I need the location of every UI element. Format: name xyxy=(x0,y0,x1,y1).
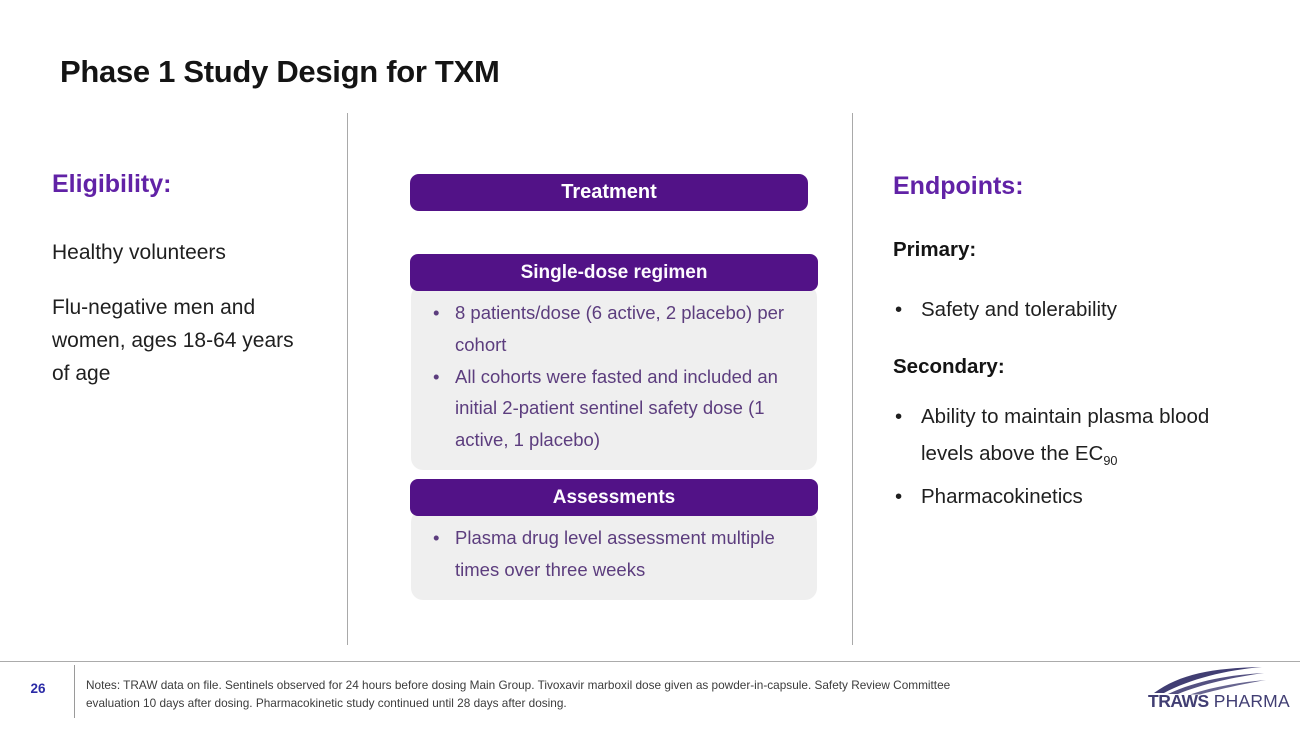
assessments-body: Plasma drug level assessment multiple ti… xyxy=(411,510,817,600)
eligibility-heading: Eligibility: xyxy=(52,170,172,198)
bullet-item: 8 patients/dose (6 active, 2 placebo) pe… xyxy=(423,297,803,361)
eligibility-section: Eligibility: Healthy volunteers Flu-nega… xyxy=(52,170,302,391)
footer-top-rule xyxy=(0,661,1300,662)
bullet-item: All cohorts were fasted and included an … xyxy=(423,361,803,456)
eligibility-item: Healthy volunteers xyxy=(52,241,226,264)
subscript: 90 xyxy=(1103,452,1118,468)
bullet-item: Safety and tolerability xyxy=(893,292,1241,329)
column-divider-left xyxy=(347,113,348,645)
bullet-item: Ability to maintain plasma blood levels … xyxy=(893,399,1241,473)
primary-label: Primary: xyxy=(893,238,977,261)
column-divider-right xyxy=(852,113,853,645)
footer-notes-line: evaluation 10 days after dosing. Pharmac… xyxy=(86,695,567,710)
page-number: 26 xyxy=(30,681,46,696)
bullet-item: Plasma drug level assessment multiple ti… xyxy=(423,522,803,586)
logo-word-traws: TRAWS xyxy=(1148,691,1209,711)
treatment-header: Treatment xyxy=(410,174,808,211)
footer-notes: Notes: TRAW data on file. Sentinels obse… xyxy=(86,677,1126,712)
single-dose-regimen-title: Single-dose regimen xyxy=(410,254,818,291)
eligibility-item: Flu-negative men and women, ages 18-64 y… xyxy=(52,295,294,385)
footer-divider xyxy=(74,665,75,718)
logo-wordmark: TRAWS PHARMA xyxy=(1148,691,1290,712)
bullet-item: Pharmacokinetics xyxy=(893,479,1241,516)
logo-word-pharma: PHARMA xyxy=(1213,691,1290,711)
page-title: Phase 1 Study Design for TXM xyxy=(60,54,500,89)
single-dose-regimen-body: 8 patients/dose (6 active, 2 placebo) pe… xyxy=(411,285,817,471)
endpoints-heading: Endpoints: xyxy=(893,172,1024,200)
treatment-section: Treatment Single-dose regimen 8 patients… xyxy=(410,174,818,600)
footer-notes-line: Notes: TRAW data on file. Sentinels obse… xyxy=(86,678,951,692)
secondary-label: Secondary: xyxy=(893,354,1005,378)
endpoints-section: Endpoints: Primary: Safety and tolerabil… xyxy=(893,172,1223,516)
single-dose-regimen-block: Single-dose regimen 8 patients/dose (6 a… xyxy=(410,254,818,471)
traws-pharma-logo: TRAWS PHARMA xyxy=(1148,664,1290,712)
assessments-title: Assessments xyxy=(410,479,818,517)
logo-waves-icon xyxy=(1154,667,1266,695)
assessments-block: Assessments Plasma drug level assessment… xyxy=(410,479,818,600)
